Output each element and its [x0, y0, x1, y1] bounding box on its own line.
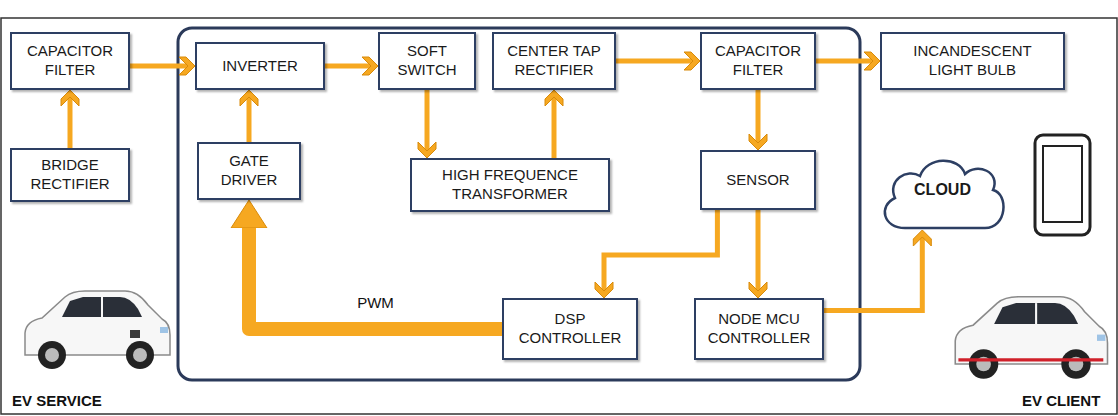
box-label: HIGH FREQUENCE TRANSFORMER [420, 166, 600, 204]
box-label: SOFT SWITCH [388, 42, 466, 80]
box-label: SENSOR [726, 171, 789, 190]
flow-arrow [756, 90, 761, 143]
box-label: CAPACITOR FILTER [20, 42, 120, 80]
transformer-box: HIGH FREQUENCE TRANSFORMER [410, 158, 610, 212]
phone-icon [1035, 135, 1090, 235]
box-label: DSP CONTROLLER [512, 310, 628, 348]
filter-box: CAPACITOR FILTER [10, 32, 130, 90]
pwm-arrow [249, 226, 502, 329]
box-label: INVERTER [222, 57, 298, 76]
system-frame [178, 28, 860, 380]
box-label: INCANDESCENT LIGHT BULB [890, 42, 1055, 80]
car-caption: EV CLIENT [1022, 392, 1100, 409]
flow-arrow [824, 237, 922, 310]
client-car [955, 297, 1107, 379]
car-caption: EV SERVICE [12, 392, 102, 409]
flow-arrow [756, 210, 761, 291]
load-box: INCANDESCENT LIGHT BULB [880, 32, 1065, 90]
controller-box: NODE MCU CONTROLLER [694, 298, 824, 360]
box-label: NODE MCU CONTROLLER [704, 310, 814, 348]
rectifier-box: BRIDGE RECTIFIER [10, 148, 130, 202]
flow-arrow [616, 59, 693, 64]
box-label: CAPACITOR FILTER [710, 42, 806, 80]
filter-box: CAPACITOR FILTER [700, 32, 816, 90]
rectifier-box: CENTER TAP RECTIFIER [492, 32, 616, 90]
flow-arrow [247, 97, 252, 142]
controller-box: DSP CONTROLLER [502, 298, 638, 360]
inverter-box: INVERTER [195, 42, 325, 90]
sensor-box: SENSOR [700, 150, 816, 210]
box-label: BRIDGE RECTIFIER [20, 156, 120, 194]
charge-port [130, 330, 140, 338]
outer-frame [1, 18, 1117, 414]
flow-arrow [68, 97, 73, 148]
box-label: CENTER TAP RECTIFIER [502, 42, 606, 80]
flow-arrow [552, 97, 557, 158]
flow-arrow [604, 210, 717, 291]
flow-arrow [425, 90, 430, 151]
flow-arrow [325, 64, 371, 69]
service-car [25, 291, 170, 369]
box-label: GATE DRIVER [207, 152, 291, 190]
flow-arrow [130, 64, 188, 69]
signal-label: PWM [354, 294, 397, 311]
switch-box: SOFT SWITCH [378, 32, 476, 90]
flow-arrow [816, 59, 873, 64]
driver-box: GATE DRIVER [197, 142, 301, 200]
box-label: CLOUD [914, 180, 971, 200]
cloud-shape: CLOUD [875, 150, 1010, 230]
